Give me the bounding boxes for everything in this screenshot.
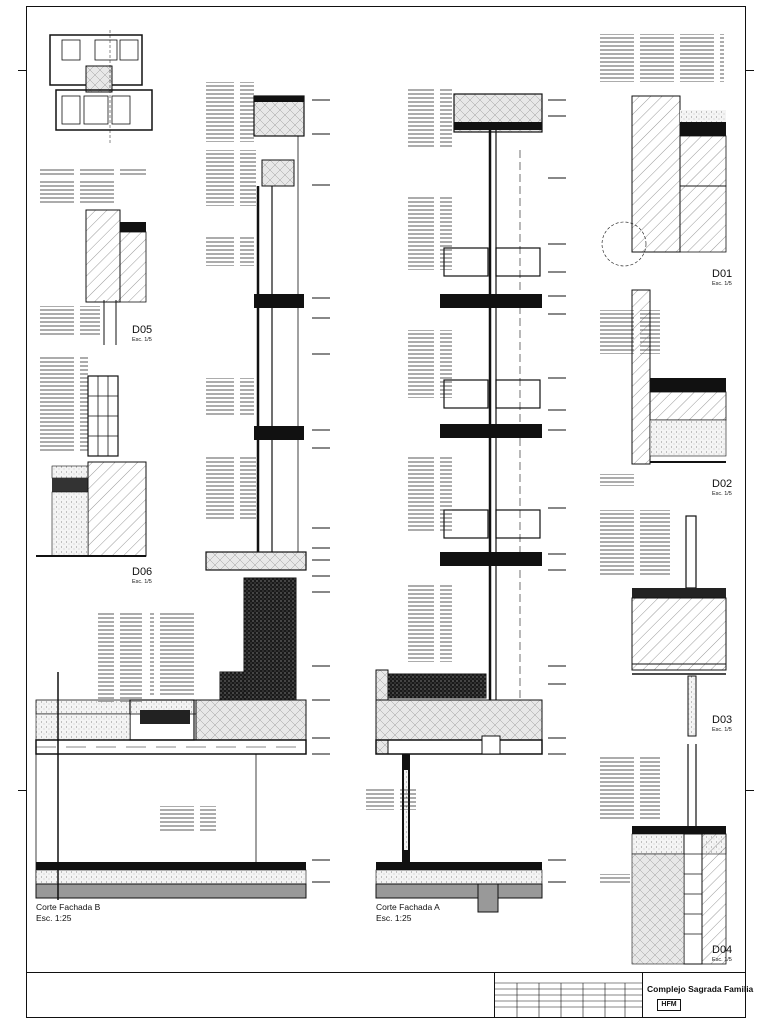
detail-scale-d05: Esc. 1/5	[132, 337, 152, 343]
project-title: Complejo Sagrada Familia	[647, 984, 754, 994]
title-block-project: Complejo Sagrada Familia HFM	[642, 973, 753, 1017]
title-block-revision-table	[494, 973, 643, 1017]
section-a-drawing	[366, 88, 566, 913]
detail-code-d02: D02	[712, 478, 733, 490]
firm-logo: HFM	[657, 999, 681, 1011]
key-plan	[49, 30, 153, 145]
title-block: Complejo Sagrada Familia HFM	[26, 972, 753, 1018]
detail-d05-drawing	[36, 168, 147, 345]
section-b-drawing	[35, 82, 330, 900]
drawing-sheet-frame	[26, 6, 746, 1018]
detail-d06-drawing	[36, 356, 147, 557]
margin-mark-left-top	[18, 70, 26, 71]
section-b-title: Corte Fachada B	[36, 902, 101, 912]
detail-code-d06: D06	[132, 566, 153, 578]
detail-d04-drawing	[600, 744, 727, 965]
revision-grid	[495, 982, 643, 1017]
section-a-title: Corte Fachada A	[376, 902, 440, 912]
detail-scale-d02: Esc. 1/5	[712, 491, 732, 497]
detail-scale-d03: Esc. 1/5	[712, 727, 732, 733]
detail-code-d03: D03	[712, 714, 733, 726]
detail-code-d05: D05	[132, 324, 153, 336]
margin-mark-right-bottom	[746, 790, 754, 791]
margin-mark-left-bottom	[18, 790, 26, 791]
section-b-scale: Esc. 1:25	[36, 913, 72, 923]
detail-d02-drawing	[600, 289, 727, 486]
detail-scale-d06: Esc. 1/5	[132, 579, 152, 585]
detail-code-d01: D01	[712, 268, 733, 280]
detail-scale-d04: Esc. 1/5	[712, 957, 732, 963]
section-a-scale: Esc. 1:25	[376, 913, 412, 923]
detail-scale-d01: Esc. 1/5	[712, 281, 732, 287]
margin-mark-right-top	[746, 70, 754, 71]
detail-d01-drawing	[600, 34, 727, 267]
detail-code-d04: D04	[712, 944, 733, 956]
detail-d03-drawing	[600, 510, 727, 737]
